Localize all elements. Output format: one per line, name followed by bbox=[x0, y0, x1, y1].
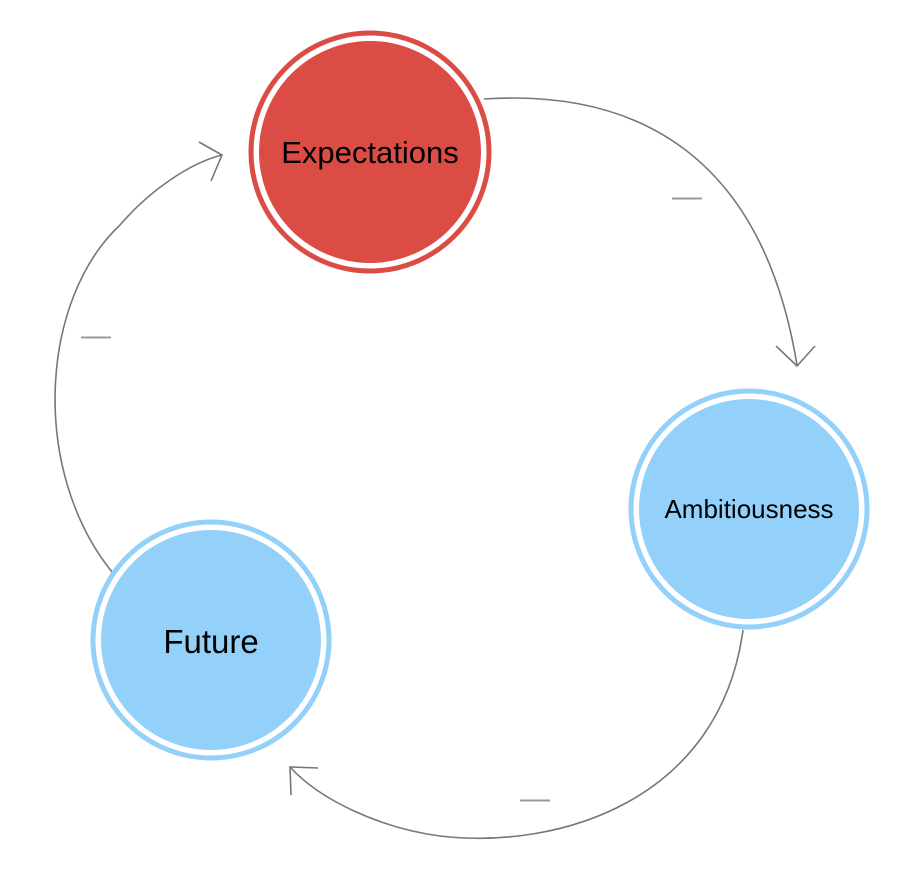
link-ambitiousness-to-future: — bbox=[289, 629, 744, 839]
link-future-to-expectations: — bbox=[54, 141, 224, 573]
node-label: Ambitiousness bbox=[664, 494, 833, 524]
link-polarity-label: — bbox=[672, 180, 702, 213]
link-arrow-path bbox=[54, 154, 223, 573]
link-arrow-path bbox=[483, 97, 798, 366]
node-label: Future bbox=[163, 623, 258, 660]
node-expectations[interactable]: Expectations bbox=[248, 30, 492, 274]
link-arrow-path bbox=[289, 629, 744, 839]
arrowhead-icon bbox=[289, 766, 319, 796]
node-future[interactable]: Future bbox=[90, 519, 332, 761]
link-polarity-label: — bbox=[520, 782, 550, 815]
node-ambitiousness[interactable]: Ambitiousness bbox=[628, 388, 870, 630]
link-polarity-label: — bbox=[81, 319, 111, 352]
arrowhead-icon bbox=[198, 141, 224, 182]
node-circle bbox=[639, 399, 859, 619]
arrowhead-icon bbox=[775, 345, 816, 368]
node-label: Expectations bbox=[281, 135, 459, 170]
link-expectations-to-ambitiousness: — bbox=[483, 97, 816, 368]
node-circle bbox=[259, 41, 481, 263]
node-circle bbox=[101, 530, 321, 750]
